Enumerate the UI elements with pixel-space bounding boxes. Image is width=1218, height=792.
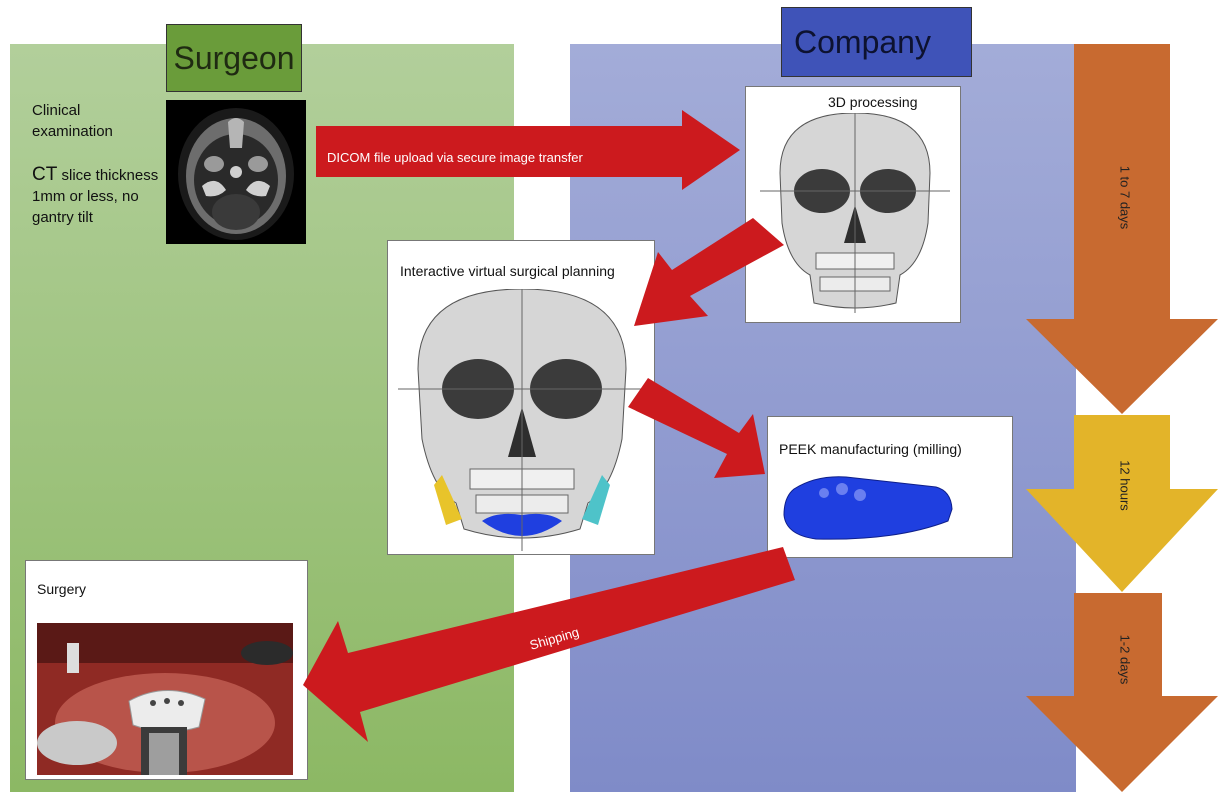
duration-label-1: 1 to 7 days <box>1118 153 1133 243</box>
duration-label-2: 12 hours <box>1118 446 1133 526</box>
planning-to-manufacturing-arrow <box>628 378 765 478</box>
processing-to-planning-arrow <box>634 218 784 326</box>
duration-label-3: 1-2 days <box>1118 620 1133 700</box>
upload-arrow-label: DICOM file upload via secure image trans… <box>327 150 583 165</box>
